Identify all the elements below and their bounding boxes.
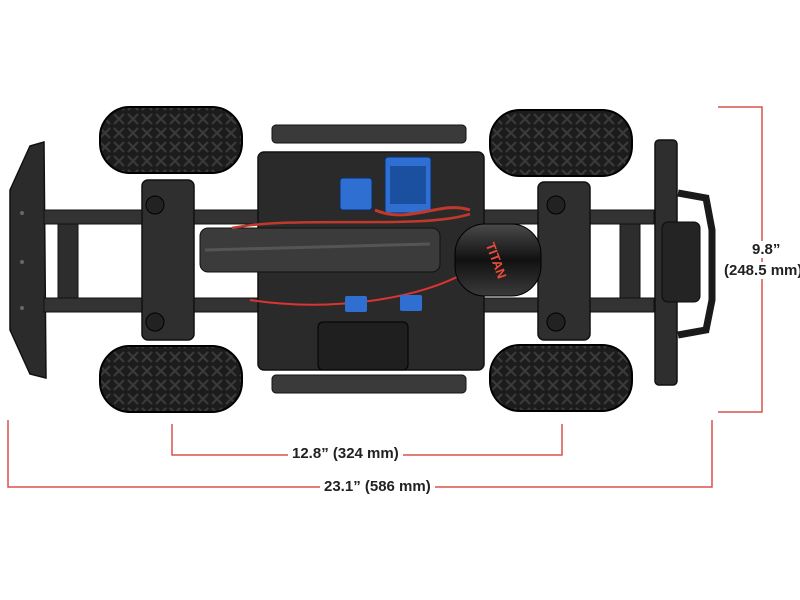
rear-bumper (654, 139, 716, 386)
wheelbase-label: 12.8” (324 mm) (288, 445, 403, 462)
tires (99, 106, 633, 413)
height-metric-label: (248.5 mm) (724, 262, 800, 279)
tire-rear-top (489, 109, 633, 177)
tire-front-top (99, 106, 243, 174)
overall-length-label: 23.1” (586 mm) (320, 478, 435, 495)
axles (141, 179, 591, 341)
height-imperial-label: 9.8” (752, 241, 800, 258)
tire-front-bottom (99, 345, 243, 413)
front-bumper (9, 141, 47, 379)
tire-rear-bottom (489, 344, 633, 412)
motor: TITAN (454, 223, 542, 297)
chassis-tub (199, 124, 485, 394)
electronics (231, 156, 471, 312)
height-dimension-line (718, 106, 763, 413)
